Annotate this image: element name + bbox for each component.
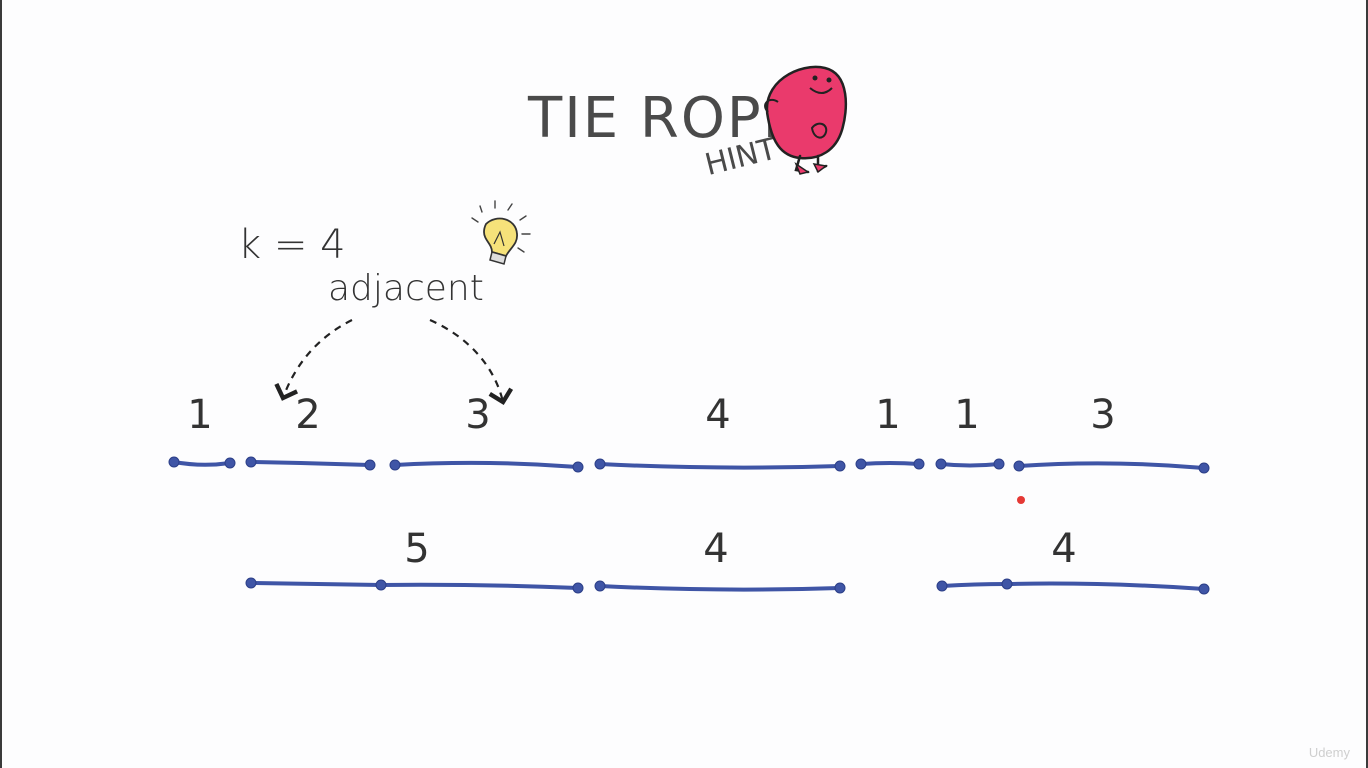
adjacent-label: adjacent	[328, 268, 484, 309]
rope-segment-tied	[940, 581, 1206, 591]
rope-segment	[598, 584, 842, 592]
rope-segment	[598, 462, 842, 470]
row1-rope-label: 3	[465, 392, 491, 438]
adjacent-arrow-right	[429, 318, 514, 406]
k-value-label: k = 4	[238, 222, 346, 268]
adjacent-arrow-left	[274, 319, 353, 401]
left-frame-border	[0, 0, 2, 768]
rope-segment	[172, 460, 232, 467]
rope-segment	[249, 460, 372, 467]
row1-rope-label: 3	[1090, 392, 1116, 438]
row1-rope-label: 4	[705, 392, 731, 438]
rope-segment	[393, 460, 580, 469]
lightbulb-icon	[471, 200, 531, 265]
right-frame-border	[1366, 0, 1368, 768]
row1-rope-label: 2	[295, 392, 321, 438]
laser-pointer-dot	[1017, 496, 1025, 504]
row2-rope-label: 4	[703, 526, 729, 572]
row2-rope-label: 5	[404, 526, 430, 572]
row1-rope-label: 1	[875, 392, 901, 438]
rope-segment	[939, 462, 1001, 468]
rope-segment	[859, 461, 921, 466]
row1-rope-label: 1	[954, 392, 980, 438]
rope-segment	[1017, 461, 1206, 470]
mascot-character	[764, 65, 848, 175]
udemy-watermark: Udemy	[1308, 745, 1350, 760]
row2-rope-label: 4	[1051, 526, 1077, 572]
rope-segment-tied	[249, 581, 580, 590]
row1-rope-label: 1	[187, 392, 213, 438]
